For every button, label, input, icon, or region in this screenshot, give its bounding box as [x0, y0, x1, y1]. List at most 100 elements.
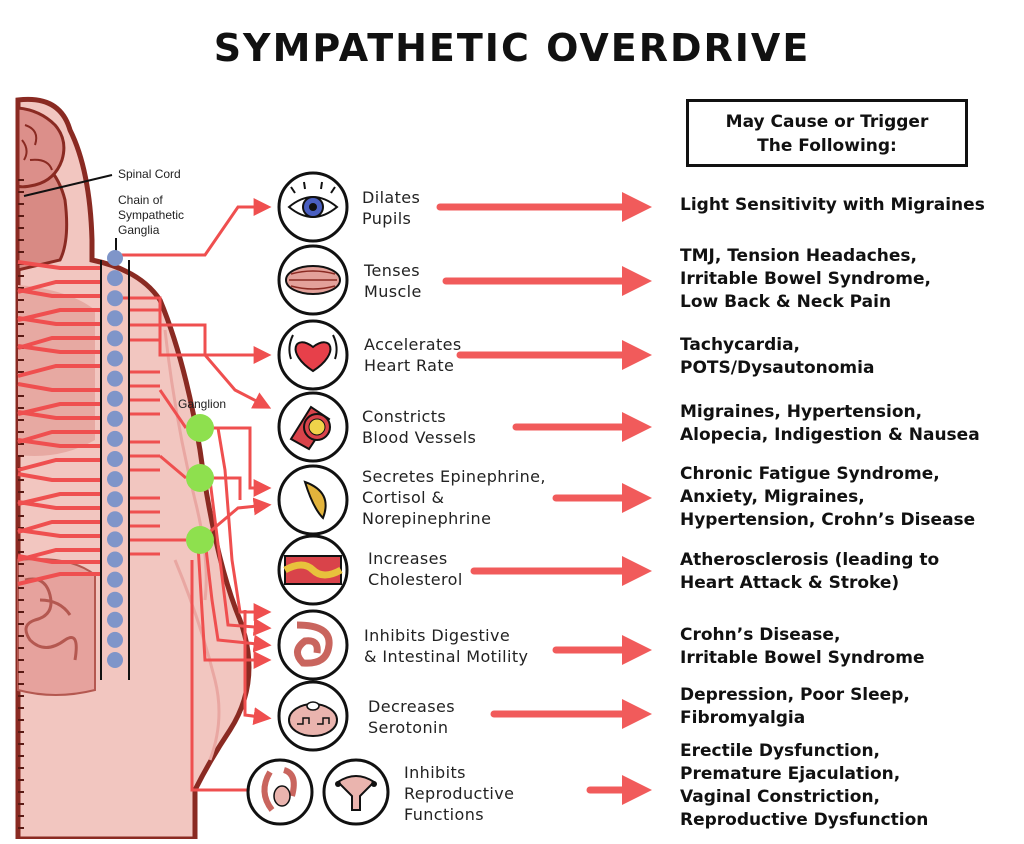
vertebra-bead [107, 631, 123, 648]
effect-arrow [512, 412, 652, 442]
vertebra-bead [107, 250, 123, 266]
vertebra-bead [107, 451, 123, 467]
consequence-line: Hypertension, Crohn’s Disease [680, 510, 976, 530]
label-text: Spinal Cord [118, 167, 181, 181]
vertebra-bead [107, 511, 123, 528]
effect-line: Accelerates [364, 335, 462, 354]
effect-label: Inhibits Reproductive Functions [404, 762, 514, 825]
adrenal-gland-icon [277, 464, 349, 536]
vertebra-bead [107, 491, 123, 508]
consequence-line: Fibromyalgia [680, 708, 806, 728]
nerve-branches-left [17, 260, 101, 586]
effect-line: Blood Vessels [362, 428, 477, 447]
effect-line: Heart Rate [364, 356, 455, 375]
vertebra-bead [107, 290, 123, 307]
consequence-line: Irritable Bowel Syndrome [680, 648, 925, 668]
consequence-list: Crohn’s Disease, Irritable Bowel Syndrom… [680, 624, 924, 670]
effect-label: Accelerates Heart Rate [364, 334, 462, 376]
effect-arrow [586, 775, 652, 805]
consequence-line: POTS/Dysautonomia [680, 358, 875, 378]
consequence-line: Low Back & Neck Pain [680, 292, 892, 312]
vertebra-bead [107, 430, 123, 447]
effect-label: Increases Cholesterol [368, 548, 463, 590]
consequence-line: Depression, Poor Sleep, [680, 685, 910, 705]
vertebra-bead [107, 370, 123, 387]
consequence-line: Irritable Bowel Syndrome, [680, 269, 931, 289]
intestine-icon [277, 609, 349, 681]
header-line: May Cause or Trigger [725, 112, 929, 132]
effect-arrow [436, 192, 652, 222]
effect-label: Decreases Serotonin [368, 696, 455, 738]
chain-label: Chain of Sympathetic Ganglia [118, 193, 184, 238]
muscle-icon [277, 244, 349, 316]
effect-arrow [470, 556, 652, 586]
effect-label: Inhibits Digestive & Intestinal Motility [364, 625, 528, 667]
consequence-list: Tachycardia, POTS/Dysautonomia [680, 334, 874, 380]
effect-line: Tenses [364, 261, 420, 280]
effect-line: Pupils [362, 209, 412, 228]
effect-arrow [442, 266, 652, 296]
page-title: SYMPATHETIC OVERDRIVE [213, 26, 811, 70]
consequence-list: Atherosclerosis (leading to Heart Attack… [680, 549, 939, 595]
female-reproductive-icon [322, 758, 390, 826]
effect-line: Reproductive [404, 784, 515, 803]
consequence-line: Erectile Dysfunction, [680, 741, 881, 761]
effect-label: Constricts Blood Vessels [362, 406, 476, 448]
vertebra-bead [107, 571, 123, 588]
effect-arrow [552, 635, 652, 665]
effect-label: Secretes Epinephrine, Cortisol & Norepin… [362, 466, 546, 529]
spinal-cord-label: Spinal Cord [118, 167, 181, 182]
consequence-list: Erectile Dysfunction, Premature Ejaculat… [680, 740, 928, 832]
effect-line: Norepinephrine [362, 509, 492, 528]
consequence-line: Light Sensitivity with Migraines [680, 195, 985, 215]
vertebra-bead [107, 471, 123, 488]
vertebra-bead [107, 270, 123, 287]
vertebra-bead [107, 611, 123, 628]
vertebra-bead [107, 350, 123, 367]
spinal-cord-pointer [23, 174, 113, 197]
consequence-header: May Cause or Trigger The Following: [686, 99, 968, 167]
consequence-line: Alopecia, Indigestion & Nausea [680, 425, 980, 445]
consequence-list: TMJ, Tension Headaches, Irritable Bowel … [680, 245, 931, 314]
label-text: Ganglia [118, 223, 160, 237]
ganglion-1 [186, 414, 214, 442]
label-text: Chain of [118, 193, 163, 207]
artery-plaque-icon [277, 534, 349, 606]
vertebra-bead [107, 551, 123, 568]
effect-arrow [552, 483, 652, 513]
label-text: Ganglion [178, 397, 227, 411]
sympathetic-chain [100, 250, 130, 680]
male-reproductive-icon [246, 758, 314, 826]
effect-line: Secretes Epinephrine, [362, 467, 546, 486]
vertebra-bead [107, 410, 123, 427]
effect-line: Cortisol & [362, 488, 445, 507]
ganglion-2 [186, 464, 214, 492]
eye-icon [277, 171, 349, 243]
vertebra-bead [107, 330, 123, 347]
consequence-list: Migraines, Hypertension, Alopecia, Indig… [680, 401, 980, 447]
ganglion-3 [186, 526, 214, 554]
effect-line: & Intestinal Motility [364, 647, 529, 666]
consequence-line: Premature Ejaculation, [680, 764, 901, 784]
consequence-line: Chronic Fatigue Syndrome, [680, 464, 940, 484]
vertebra-bead [107, 652, 123, 668]
consequence-line: Atherosclerosis (leading to [680, 550, 940, 570]
effect-line: Constricts [362, 407, 447, 426]
consequence-line: Reproductive Dysfunction [680, 810, 929, 830]
consequence-line: Tachycardia, [680, 335, 800, 355]
ganglion-label: Ganglion [178, 397, 226, 412]
effect-line: Dilates [362, 188, 421, 207]
effect-line: Muscle [364, 282, 422, 301]
label-text: Sympathetic [118, 208, 185, 222]
effect-line: Functions [404, 805, 484, 824]
heart-icon [277, 319, 349, 391]
vertebra-bead [107, 591, 123, 608]
consequence-list: Chronic Fatigue Syndrome, Anxiety, Migra… [680, 463, 975, 532]
consequence-line: Heart Attack & Stroke) [680, 573, 900, 593]
effect-label: Dilates Pupils [362, 187, 420, 229]
serotonin-cell-icon [277, 680, 349, 752]
effect-line: Increases [368, 549, 448, 568]
effect-line: Inhibits Digestive [364, 626, 511, 645]
effect-line: Serotonin [368, 718, 449, 737]
consequence-line: TMJ, Tension Headaches, [680, 246, 917, 266]
